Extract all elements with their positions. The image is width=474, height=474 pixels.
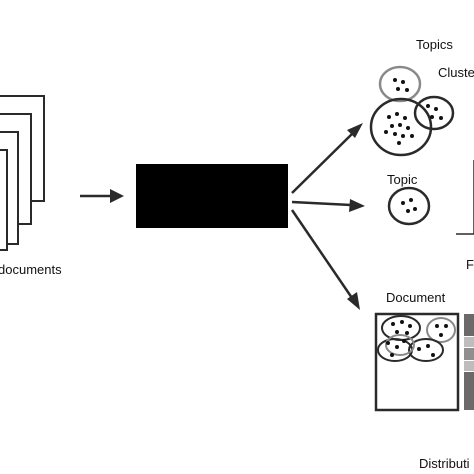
distribution-bars [464, 314, 474, 410]
black-box-model [136, 164, 288, 228]
cluster-small-gray [378, 65, 422, 103]
document-distribution [374, 312, 474, 412]
arrow-to-document [290, 209, 360, 310]
label-distribution: Distributi [419, 456, 470, 471]
arrow-input [80, 189, 124, 203]
document-page-inner [0, 149, 8, 251]
partial-figure-right [456, 160, 474, 235]
cluster-points [384, 78, 443, 145]
arrow-to-clusters [291, 123, 363, 194]
cluster-right [413, 95, 455, 131]
label-clusters: Cluste [438, 65, 474, 80]
label-documents: documents [0, 262, 62, 277]
document-box [374, 312, 460, 412]
label-right-edge: F [466, 257, 474, 272]
label-topics: Topics [416, 37, 453, 52]
cluster-large [369, 97, 433, 157]
document-stack [0, 95, 45, 251]
topic-single [387, 186, 431, 226]
arrow-to-topic [291, 199, 365, 212]
label-topic: Topic [387, 172, 418, 187]
topic-clusters [369, 65, 455, 157]
label-document: Document [386, 290, 446, 305]
